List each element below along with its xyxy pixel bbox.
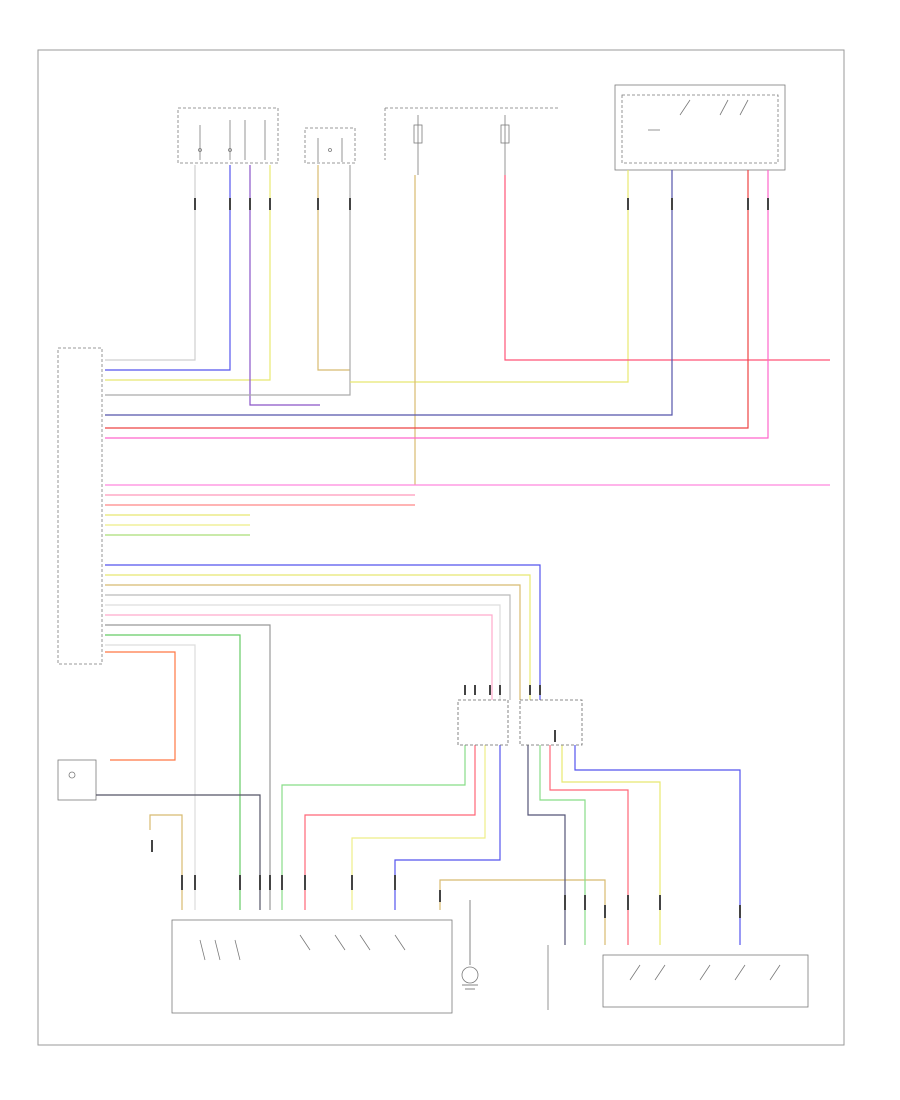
fuse-block [384,107,560,175]
wire-pink-lower [105,614,493,700]
wire-yellow-j2 [561,745,661,945]
wire-orange-lower [105,651,176,761]
ground-symbol [462,900,478,990]
wire-gray-a [105,165,196,361]
wire-blue-j1 [394,745,501,910]
wire-violet-a [249,165,320,406]
top-left-switch [177,107,279,164]
wire-dark-sensor [96,794,261,910]
junction-connector-left [457,699,509,746]
wire-yellow-j1 [351,745,486,910]
top-mid-switch [304,127,356,164]
wire-white-lower-2 [105,644,196,910]
junction-connectors [457,699,583,746]
wires [96,165,830,945]
wire-red-j1 [304,745,476,910]
wire-green-j2 [539,745,586,945]
wire-dark-blue [105,170,673,416]
wire-green-j1 [281,745,466,910]
wire-blue-a [105,165,231,371]
wire-tan-j1 [439,879,606,945]
connector-pins [151,198,769,918]
wire-red-fuse [504,175,830,361]
wire-gray-b [105,165,351,396]
junction-connector-right [519,699,583,746]
wire-white-lower [105,604,501,700]
wire-red-j2 [549,745,629,945]
center-ground-connector [461,966,479,984]
bottom-left-sensor [57,759,97,801]
top-right-module [614,84,786,171]
wire-red-bus [105,170,749,429]
wire-tan-lower [105,584,521,700]
wire-green-lower [105,634,241,910]
wire-blue-j2 [574,745,741,945]
wire-yellow-lower [105,574,531,700]
bottom-left-switch-unit [171,919,453,1014]
diagram-frame [37,49,845,1046]
wire-yellow-b [350,170,629,383]
wire-tan-a [317,165,350,371]
left-control-module [57,347,103,665]
bottom-right-switch-unit [547,945,809,1010]
wire-tan-left [149,814,183,910]
wire-yellow-a [105,165,271,381]
wire-pink-bus [105,170,769,439]
wire-gray-lower-2 [105,624,271,910]
wire-dark-j2 [527,745,566,945]
wire-blue-lower [105,564,541,700]
wire-gray-lower [105,594,511,700]
